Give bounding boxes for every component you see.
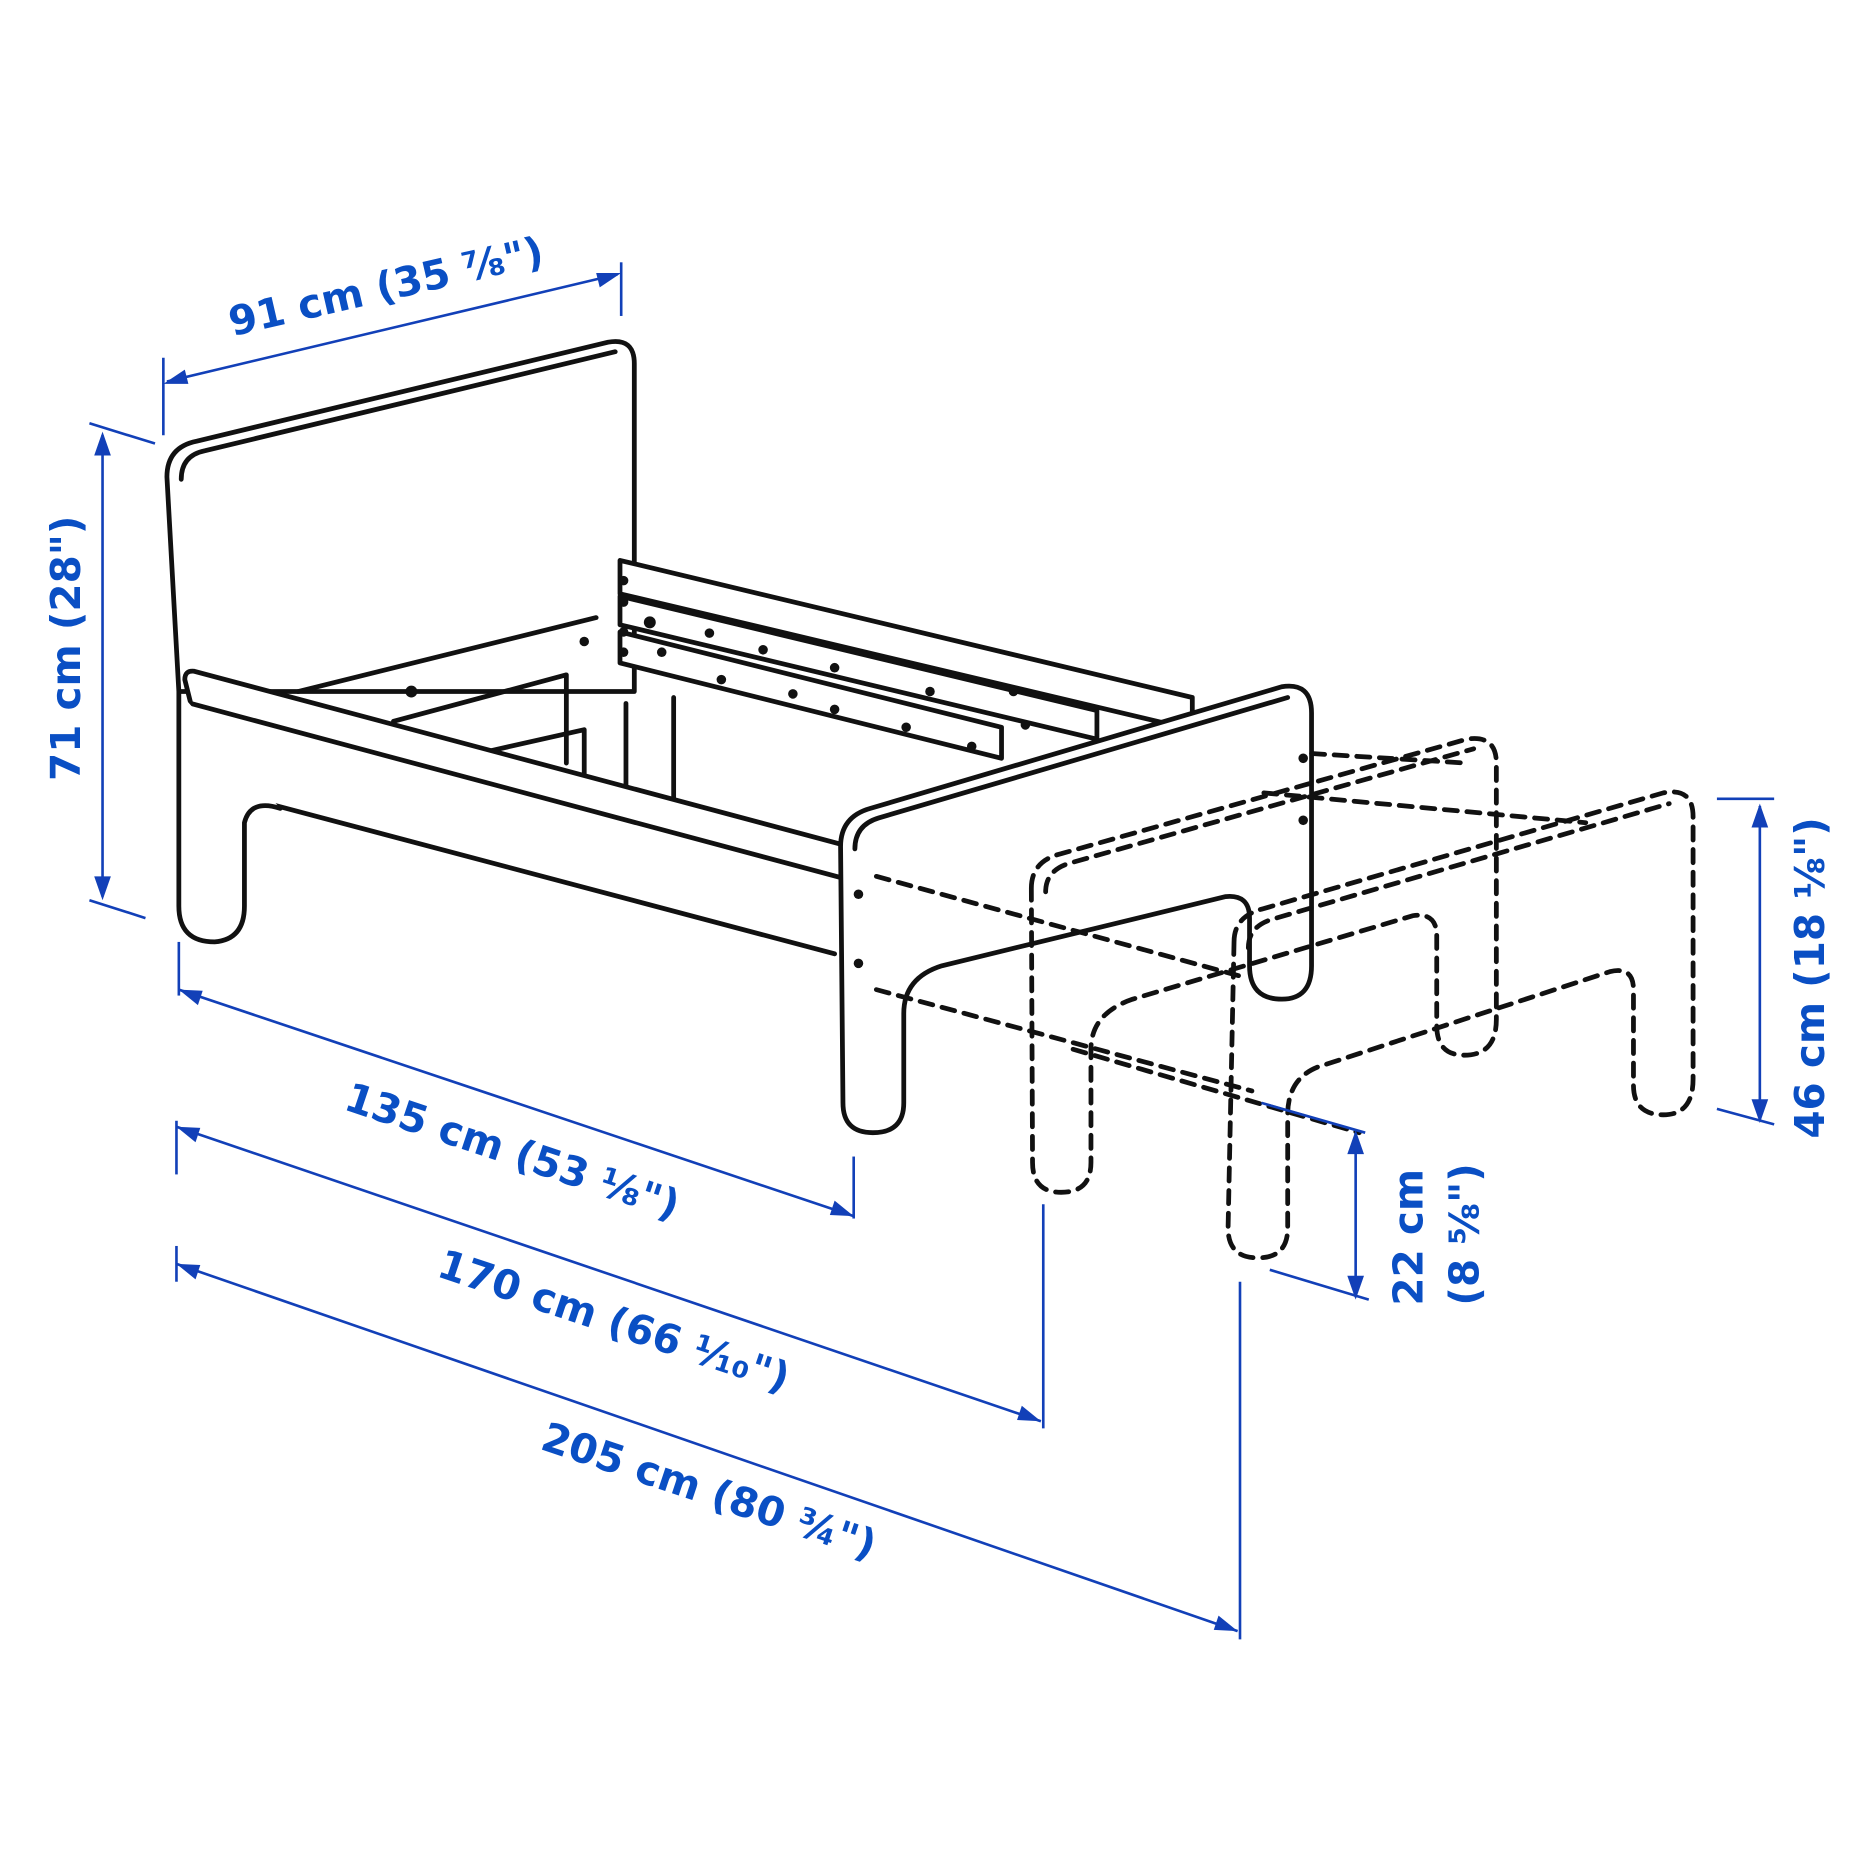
- headboard: [164, 339, 637, 694]
- clearance-cm-label: 22 cm: [1384, 1169, 1432, 1306]
- headboard-height-label: 71 cm (28"): [42, 516, 90, 781]
- footboard-height-label: 46 cm (18 ⅛"): [1786, 817, 1834, 1138]
- clearance-in-label: (8 ⅝"): [1440, 1163, 1488, 1305]
- dimension-clearance: 22 cm (8 ⅝"): [1261, 1101, 1488, 1306]
- footboard: [838, 683, 1314, 1136]
- extended-position-2: [1070, 789, 1696, 1261]
- length-mid-label: 170 cm (66 ¹⁄₁₀"): [432, 1240, 796, 1402]
- dimension-headboard-height: 71 cm (28"): [42, 422, 156, 920]
- extended-position-1: [873, 736, 1589, 1195]
- dimension-footboard-height: 46 cm (18 ⅛"): [1716, 797, 1834, 1139]
- length-min-label: 135 cm (53 ⅛"): [339, 1073, 686, 1229]
- dimension-length-min: 135 cm (53 ⅛"): [177, 941, 856, 1229]
- dimension-length-max: 205 cm (80 ¾"): [175, 1245, 1242, 1640]
